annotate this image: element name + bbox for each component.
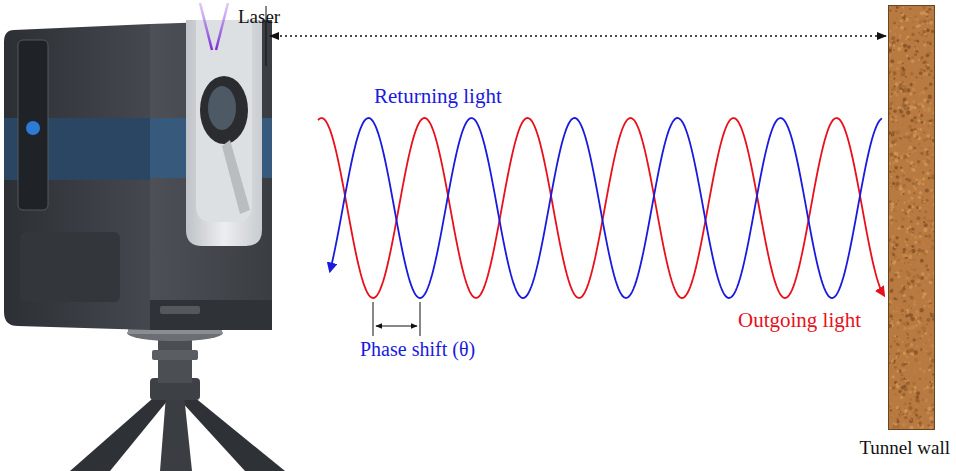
wall-label: Tunnel wall bbox=[859, 437, 950, 459]
returning-wave bbox=[330, 118, 882, 298]
laser-beam bbox=[200, 0, 228, 50]
phase-shift-dimension bbox=[373, 302, 420, 336]
laser-label: Laser bbox=[238, 6, 280, 28]
outgoing-wave bbox=[318, 118, 884, 298]
tripod bbox=[70, 322, 285, 471]
phase-shift-label: Phase shift (θ) bbox=[360, 338, 475, 361]
returning-light-label: Returning light bbox=[374, 84, 502, 108]
wall-texture bbox=[889, 6, 934, 429]
outgoing-light-label: Outgoing light bbox=[738, 308, 861, 332]
tunnel-wall: Tunnel wall bbox=[888, 5, 935, 430]
light-waves bbox=[318, 118, 884, 298]
distance-arrow bbox=[270, 35, 886, 36]
laser-scanner bbox=[4, 20, 272, 330]
